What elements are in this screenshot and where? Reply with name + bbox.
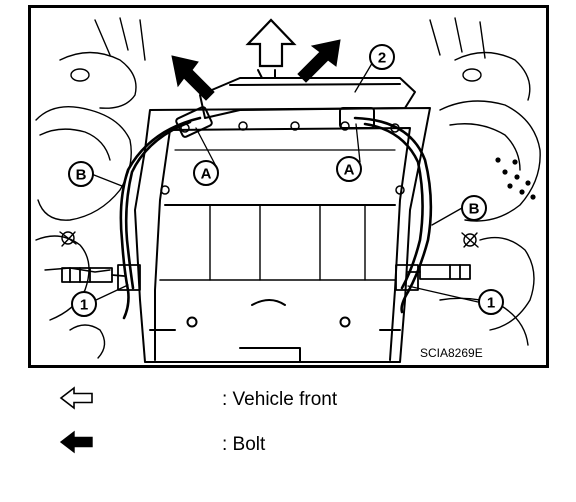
callout-label: B (469, 201, 480, 218)
legend-label: : Bolt (222, 434, 266, 455)
callout-point-a-right: A (336, 156, 362, 182)
hole-dots (495, 157, 536, 200)
right-engine-detail (429, 17, 541, 346)
legend-bolt: : Bolt (59, 430, 266, 455)
leader-lines (93, 59, 479, 303)
harness-bracket (199, 69, 416, 119)
callout-label: 2 (378, 50, 386, 67)
callout-part-2: 2 (369, 44, 395, 70)
callout-point-b-left: B (68, 161, 94, 187)
callout-label: B (76, 167, 87, 184)
solid-arrow-left-icon (59, 430, 93, 454)
callout-label: 1 (80, 297, 88, 314)
left-engine-detail (35, 17, 146, 359)
vehicle-front-arrow-icon (245, 18, 297, 68)
callout-label: A (344, 162, 355, 179)
outline-arrow-left-icon (59, 386, 93, 410)
legend-label: : Vehicle front (222, 389, 338, 410)
callout-label: 1 (487, 295, 495, 312)
callout-point-a-left: A (193, 160, 219, 186)
callout-part-1-left: 1 (71, 291, 97, 317)
drawing (35, 17, 541, 363)
callout-part-1-right: 1 (478, 289, 504, 315)
callout-label: A (201, 166, 212, 183)
callout-point-b-right: B (461, 195, 487, 221)
sensor-left (61, 267, 125, 283)
sensor-right (407, 264, 471, 280)
figure-code: SCIA8269E (420, 346, 483, 360)
bolt-arrow-right-icon (297, 39, 341, 83)
legend-vehicle-front: : Vehicle front (59, 386, 338, 410)
bolt-arrow-left-icon (171, 55, 215, 101)
illustration-frame (28, 5, 549, 368)
